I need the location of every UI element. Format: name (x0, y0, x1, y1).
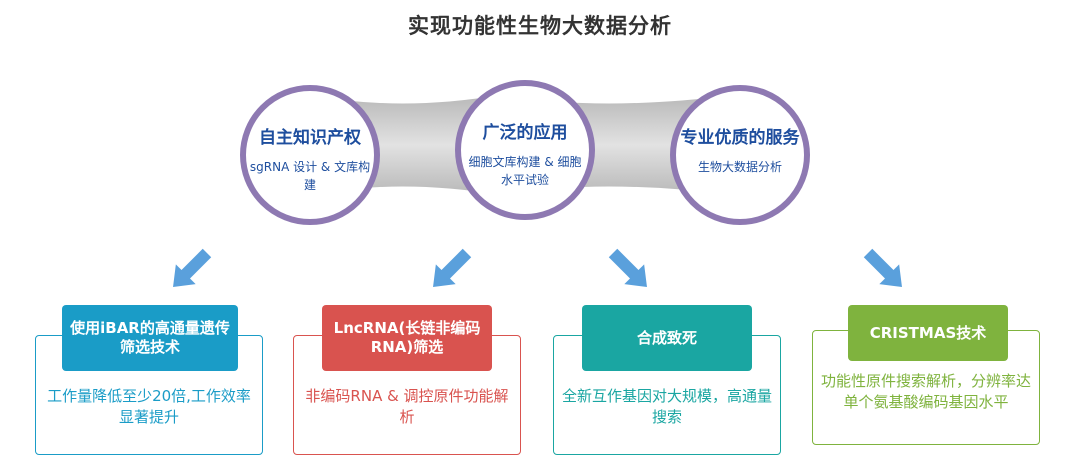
arrow-down-left-icon (173, 248, 212, 287)
card-ibar-header: 使用iBAR的高通量遗传筛选技术 (62, 305, 238, 371)
card-lncrna-text: 非编码RNA & 调控原件功能解析 (305, 387, 509, 426)
card-cristmas-text: 功能性原件搜索解析，分辨率达单个氨基酸编码基因水平 (820, 372, 1031, 411)
circle-service-title: 专业优质的服务 (680, 128, 800, 148)
circle-ip-desc: sgRNA 设计 & 文库构建 (249, 160, 371, 192)
card-cristmas-header: CRISTMAS技术 (848, 305, 1008, 361)
circle-ip: 自主知识产权 sgRNA 设计 & 文库构建 (240, 85, 380, 225)
circle-application: 广泛的应用 细胞文库构建 & 细胞水平试验 (455, 80, 595, 220)
card-synthetic-lethal-text: 全新互作基因对大规模，高通量搜索 (561, 387, 772, 426)
circle-application-title: 广泛的应用 (482, 123, 568, 143)
arrow-down-right-icon (608, 248, 647, 287)
circle-ip-title: 自主知识产权 (259, 128, 361, 148)
card-ibar-text: 工作量降低至少20倍,工作效率显著提升 (47, 387, 251, 426)
circle-application-desc: 细胞文库构建 & 细胞水平试验 (468, 155, 582, 187)
arrow-down-right-icon (863, 248, 902, 287)
arrow-down-left-icon (433, 248, 472, 287)
card-synthetic-lethal-header: 合成致死 (582, 305, 752, 371)
circle-service: 专业优质的服务 生物大数据分析 (670, 85, 810, 225)
diagram-title: 实现功能性生物大数据分析 (408, 14, 672, 38)
circle-service-desc: 生物大数据分析 (697, 160, 782, 174)
card-lncrna-header: LncRNA(长链非编码RNA)筛选 (322, 305, 492, 371)
